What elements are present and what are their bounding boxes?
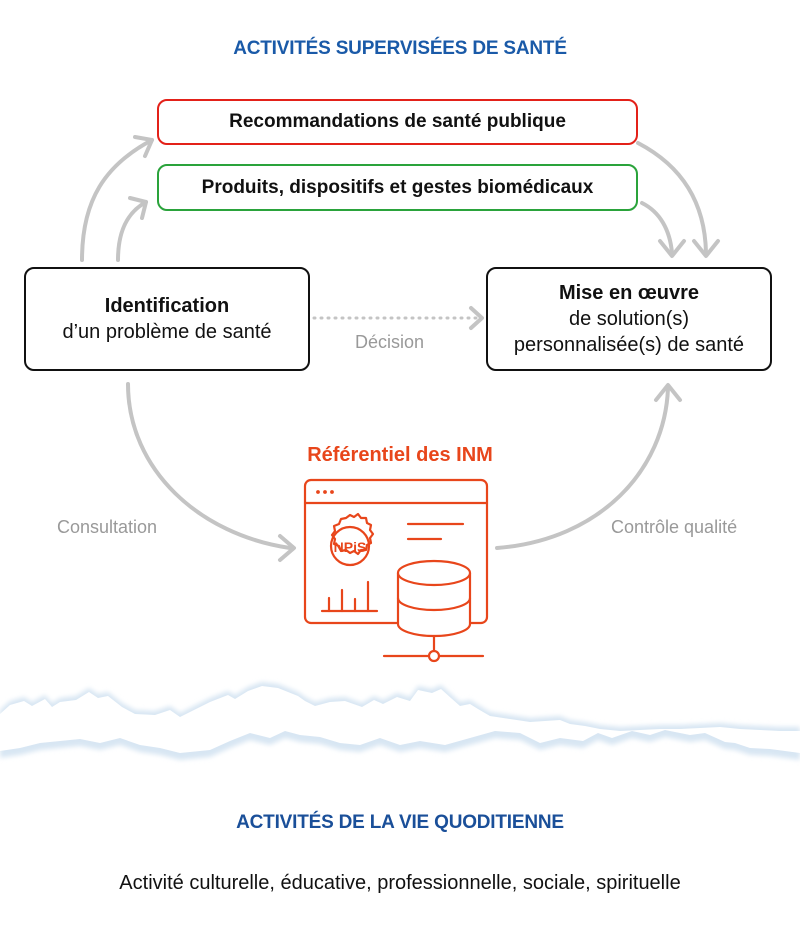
bar-chart-icon	[320, 580, 379, 613]
arrowhead-decision	[469, 306, 484, 330]
arrowhead-quality-control	[654, 383, 682, 402]
arrowhead-from-recommendations	[692, 239, 720, 258]
arrow-quality-control	[495, 386, 670, 550]
label-quality-control: Contrôle qualité	[611, 517, 738, 537]
implementation-line2: personnalisée(s) de santé	[513, 334, 745, 356]
pathway-recommendations: Recommandations de santé publique	[157, 99, 638, 145]
text-lines-icon	[406, 522, 465, 541]
bottom-section-description: Activité culturelle, éducative, professi…	[119, 872, 681, 894]
arrowhead-to-products	[128, 196, 148, 220]
identification-title: Identification	[104, 295, 230, 317]
label-consultation: Consultation	[57, 517, 158, 537]
arrow-from-products	[640, 201, 674, 255]
bottom-section-title: ACTIVITÉS DE LA VIE QUODITIENNE	[236, 812, 564, 833]
network-node-icon	[382, 634, 485, 663]
arrow-to-products	[116, 200, 148, 262]
pathway-products: Produits, dispositifs et gestes biomédic…	[157, 164, 638, 211]
label-decision: Décision	[355, 332, 425, 352]
database-icon	[396, 559, 472, 638]
seal-badge-icon	[329, 512, 375, 567]
identification-box: Identification d’un problème de santé	[24, 267, 310, 371]
seal-badge-text: NPiS	[334, 539, 367, 555]
browser-window-icon	[303, 478, 489, 625]
implementation-box: Mise en œuvre de solution(s) personnalis…	[486, 267, 772, 371]
implementation-title: Mise en œuvre	[558, 282, 700, 304]
top-section-title: ACTIVITÉS SUPERVISÉES DE SANTÉ	[233, 38, 567, 59]
repository-title: Référentiel des INM	[307, 444, 493, 466]
arrowhead-consultation	[278, 534, 296, 562]
arrow-to-recommendations	[80, 138, 154, 262]
implementation-line1: de solution(s)	[568, 308, 690, 330]
arrow-from-recommendations	[636, 141, 708, 255]
arrowhead-to-recommendations	[133, 135, 154, 158]
identification-subtitle: d’un problème de santé	[62, 321, 272, 343]
arrow-consultation	[126, 382, 292, 550]
arrowhead-from-products	[658, 239, 686, 258]
